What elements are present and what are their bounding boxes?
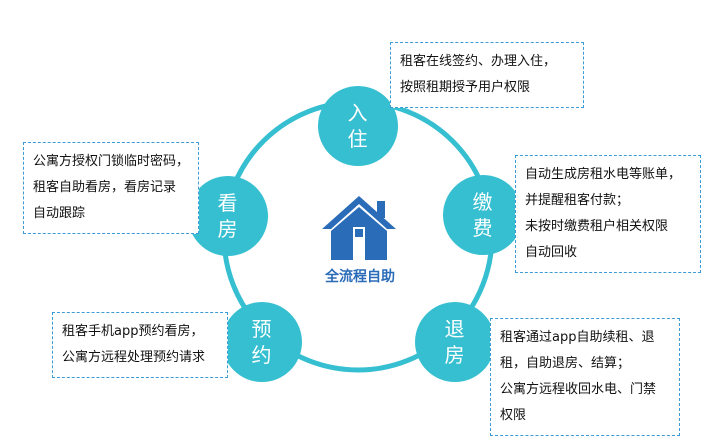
node-checkout: 退 房 <box>415 302 495 382</box>
note-checkout: 租客通过app自助续租、退 租，自助退房、结算； 公寓方远程收回水电、门禁 权限 <box>490 318 680 436</box>
house-icon <box>322 196 396 260</box>
note-checkin: 租客在线签约、办理入住， 按照租期授予用户权限 <box>390 42 584 108</box>
note-payment: 自动生成房租水电等账单， 并提醒租客付款； 未按时缴费租户相关权限 自动回收 <box>515 155 701 273</box>
node-payment: 缴 费 <box>443 175 523 255</box>
center-title: 全流程自助 <box>325 269 395 285</box>
note-viewing: 公寓方授权门锁临时密码， 租客自助看房，看房记录 自动跟踪 <box>23 142 199 234</box>
node-booking: 预 约 <box>222 302 302 382</box>
note-booking: 租客手机app预约看房， 公寓方远程处理预约请求 <box>52 312 228 378</box>
node-viewing: 看 房 <box>188 176 268 256</box>
node-checkin: 入 住 <box>318 86 398 166</box>
